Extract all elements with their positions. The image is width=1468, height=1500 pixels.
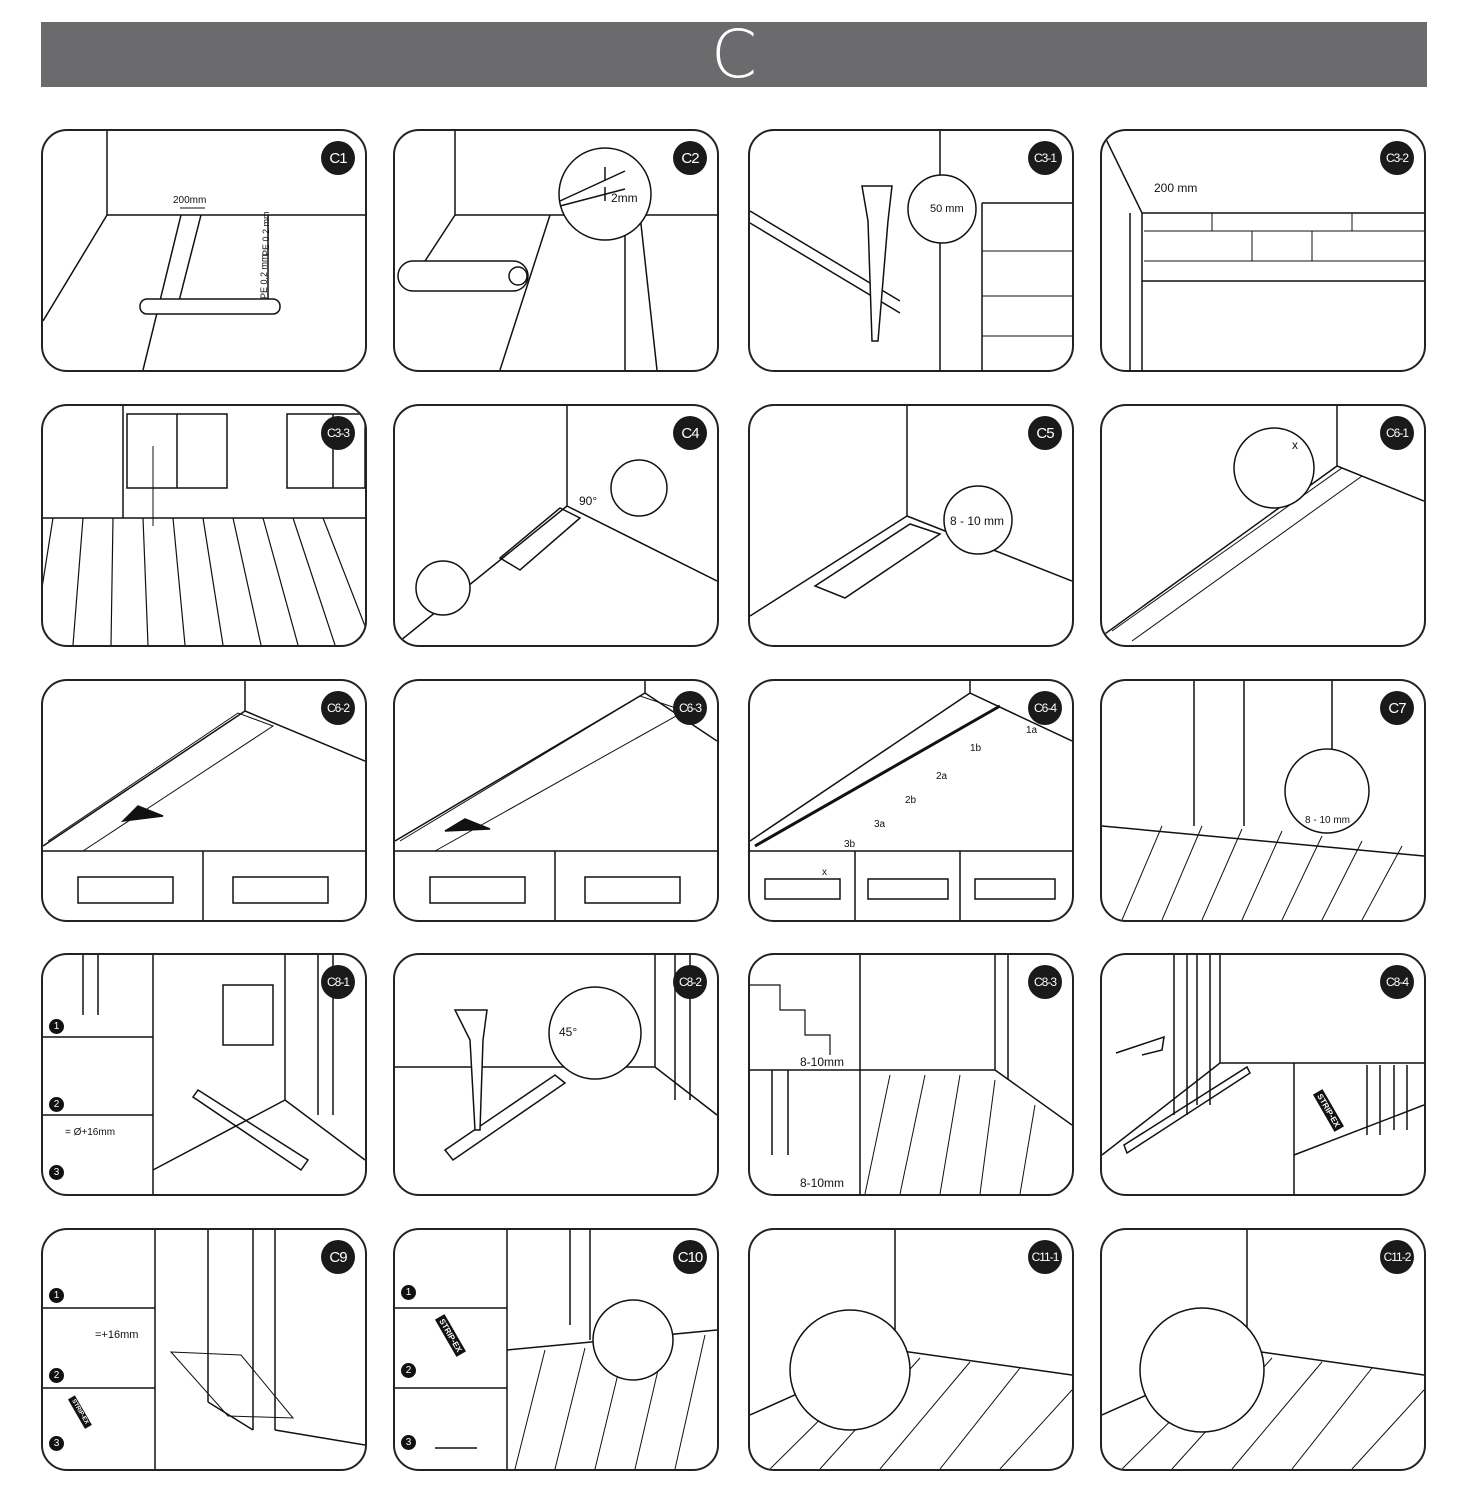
click-joint-illustration (395, 681, 717, 920)
panel-c6-3: C6-3 (393, 679, 719, 922)
panel-c8-4: STRIP-EX C8-4 (1100, 953, 1426, 1196)
panel-c3-1: 50 mm C3-1 (748, 129, 1074, 372)
panel-c2: 2mm C2 (393, 129, 719, 372)
section-header: C (41, 16, 1427, 93)
step-badge: C1 (321, 141, 355, 175)
plank-offset-illustration (1102, 131, 1424, 370)
step-badge: C3-1 (1028, 141, 1062, 175)
section-title: C (710, 16, 758, 93)
gap-annotation-pipes: 8-10mm (800, 1176, 845, 1190)
stairs-pipes-gap-illustration (750, 955, 1072, 1194)
light-direction-illustration (43, 406, 365, 645)
step-number-3: 3 (49, 1436, 64, 1451)
panel-c8-2: 45° C8-2 (393, 953, 719, 1196)
step-number-3: 3 (49, 1165, 64, 1180)
step-1b: 1b (970, 743, 982, 754)
step-badge: C8-4 (1380, 965, 1414, 999)
gap-annotation: 2mm (611, 191, 638, 205)
gap-annotation: 8 - 10 mm (950, 514, 1005, 528)
step-2a: 2a (936, 771, 948, 782)
pe-annotation-2: PE 0.2 mm (259, 254, 269, 299)
pipe-fitting-illustration (1102, 955, 1424, 1194)
step-badge: C10 (673, 1240, 707, 1274)
panel-c3-3: C3-3 (41, 404, 367, 647)
step-1a: 1a (1026, 725, 1038, 736)
step-number-3: 3 (401, 1435, 416, 1450)
step-badge: C9 (321, 1240, 355, 1274)
step-3a: 3a (874, 819, 886, 830)
step-badge: C11-2 (1380, 1240, 1414, 1274)
panel-c6-2: C6-2 (41, 679, 367, 922)
panel-c8-1: 1 2 3 = Ø+16mm C8-1 (41, 953, 367, 1196)
click-joint-illustration (43, 681, 365, 920)
panel-c10: 1 2 3 STRIP-EX C10 (393, 1228, 719, 1471)
panel-c9: 1 2 3 =+16mm STRIP-EX C9 (41, 1228, 367, 1471)
panel-c6-1: x C6-1 (1100, 404, 1426, 647)
pipe-drilling-illustration (43, 955, 365, 1194)
door-plank-insert-illustration (395, 1230, 717, 1469)
step-badge: C11-1 (1028, 1240, 1062, 1274)
panel-c11-2: C11-2 (1100, 1228, 1426, 1471)
gap-annotation: 8 - 10 mm (1305, 815, 1351, 826)
underlay-roll-illustration (397, 131, 717, 370)
gap-annotation-stairs: 8-10mm (800, 1055, 845, 1069)
step-badge: C3-3 (321, 416, 355, 450)
panel-c4: 90° C4 (393, 404, 719, 647)
step-badge: C3-2 (1380, 141, 1414, 175)
finished-floor-clips-illustration (750, 1230, 1072, 1469)
step-badge: C8-1 (321, 965, 355, 999)
underlay-illustration (43, 131, 365, 370)
step-badge: C6-1 (1380, 416, 1414, 450)
angle-annotation: 90° (579, 494, 598, 508)
x-annotation: x (1292, 438, 1298, 452)
height-annotation: 50 mm (930, 203, 964, 215)
step-badge: C8-2 (673, 965, 707, 999)
step-number-2: 2 (401, 1363, 416, 1378)
first-row-illustration (1102, 406, 1424, 642)
door-frame-cut-illustration (43, 1230, 365, 1469)
panel-c11-1: C11-1 (748, 1228, 1074, 1471)
angle-annotation: 45° (559, 1025, 578, 1039)
hole-annotation: = Ø+16mm (65, 1127, 116, 1138)
step-number-1: 1 (49, 1019, 64, 1034)
step-badge: C7 (1380, 691, 1414, 725)
expansion-gap-illustration (750, 406, 1072, 617)
step-number-1: 1 (401, 1285, 416, 1300)
step-badge: C6-3 (673, 691, 707, 725)
step-badge: C5 (1028, 416, 1062, 450)
step-number-1: 1 (49, 1288, 64, 1303)
first-plank-illustration (395, 406, 717, 645)
step-badge: C6-2 (321, 691, 355, 725)
step-2b: 2b (905, 795, 917, 806)
width-annotation: 200mm (173, 195, 207, 206)
panel-c5: 8 - 10 mm C5 (748, 404, 1074, 647)
trim-saw-illustration (750, 131, 1072, 370)
row-assembly-illustration (750, 681, 1072, 920)
cut-annotation: =+16mm (95, 1329, 139, 1341)
step-badge: C6-4 (1028, 691, 1062, 725)
door-threshold-illustration (1102, 681, 1424, 920)
panel-c1: 200mm PE 0.2 mm PE 0.2 mm C1 (41, 129, 367, 372)
angle-cut-illustration (395, 955, 717, 1162)
panel-c6-4: 1a 1b 2a 2b 3a 3b x C6-4 (748, 679, 1074, 922)
step-badge: C4 (673, 416, 707, 450)
step-badge: C8-3 (1028, 965, 1062, 999)
step-number-2: 2 (49, 1097, 64, 1112)
step-3b: 3b (844, 839, 856, 850)
offset-annotation: 200 mm (1154, 181, 1198, 195)
step-badge: C2 (673, 141, 707, 175)
panel-c7: 8 - 10 mm C7 (1100, 679, 1426, 922)
x-annotation: x (822, 867, 827, 878)
pe-annotation: PE 0.2 mm (261, 211, 271, 256)
panel-c8-3: 8-10mm 8-10mm C8-3 (748, 953, 1074, 1196)
step-number-2: 2 (49, 1368, 64, 1383)
finished-floor-skirting-illustration (1102, 1230, 1424, 1469)
panel-c3-2: 200 mm C3-2 (1100, 129, 1426, 372)
